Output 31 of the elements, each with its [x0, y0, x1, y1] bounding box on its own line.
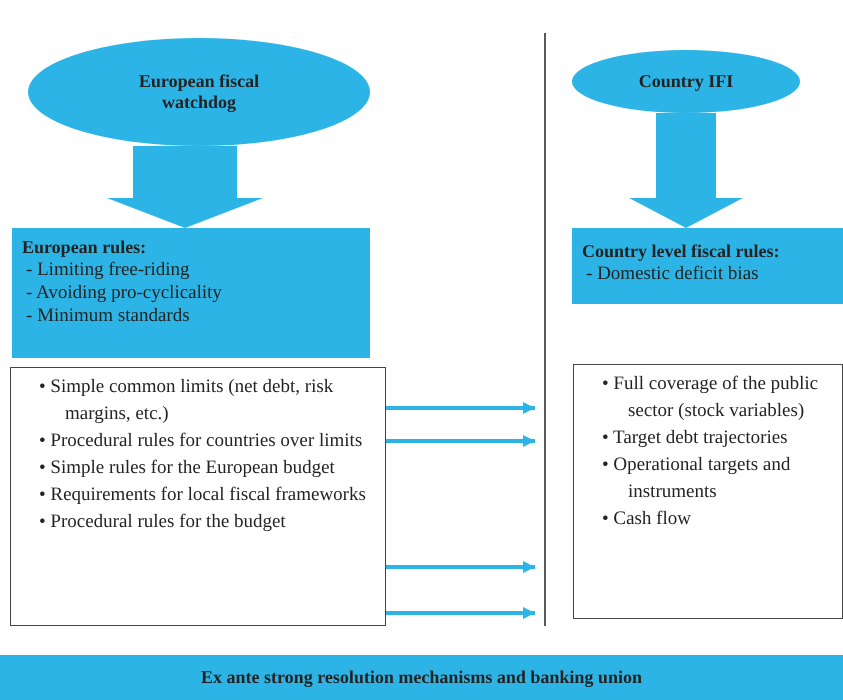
- block-arrow: [629, 113, 743, 228]
- list-item: • Simple rules for the European budget: [39, 456, 336, 480]
- node-title: European fiscal watchdog: [138, 71, 260, 113]
- list-item: - Domestic deficit bias: [586, 262, 760, 285]
- arrow: [386, 402, 535, 414]
- list-item: • Full coverage of the public sector (stock variables): [602, 372, 820, 423]
- oval-node: [572, 50, 800, 113]
- rules-panel: [572, 228, 843, 304]
- block-arrow: [107, 146, 263, 228]
- list-item: • Simple common limits (net debt, risk margins, etc.): [39, 375, 334, 426]
- panel-heading: European rules:: [22, 237, 148, 258]
- arrow: [386, 561, 535, 573]
- list-item: • Target debt trajectories: [602, 426, 789, 450]
- panel-heading: Country level fiscal rules:: [582, 241, 780, 262]
- list-item: - Limiting free-riding: [26, 258, 191, 281]
- oval-node: [28, 38, 370, 146]
- list-item: • Cash flow: [602, 507, 692, 531]
- banner-text: Ex ante strong resolution mechanisms and banking union: [201, 667, 642, 688]
- arrow: [386, 607, 535, 619]
- node-title: Country IFI: [638, 71, 734, 92]
- list-item: - Minimum standards: [26, 304, 191, 327]
- bullet-list-box: [573, 364, 843, 619]
- list-item: • Requirements for local fiscal frameworks: [39, 483, 367, 507]
- rules-panel: [12, 228, 370, 358]
- bullet-list-box: [10, 367, 386, 626]
- arrow: [386, 435, 535, 447]
- list-item: • Procedural rules for the budget: [39, 510, 287, 534]
- list-item: • Operational targets and instruments: [602, 453, 792, 504]
- list-item: • Procedural rules for countries over limits: [39, 429, 364, 453]
- banner-band: [0, 655, 843, 700]
- list-item: - Avoiding pro-cyclicality: [26, 281, 223, 304]
